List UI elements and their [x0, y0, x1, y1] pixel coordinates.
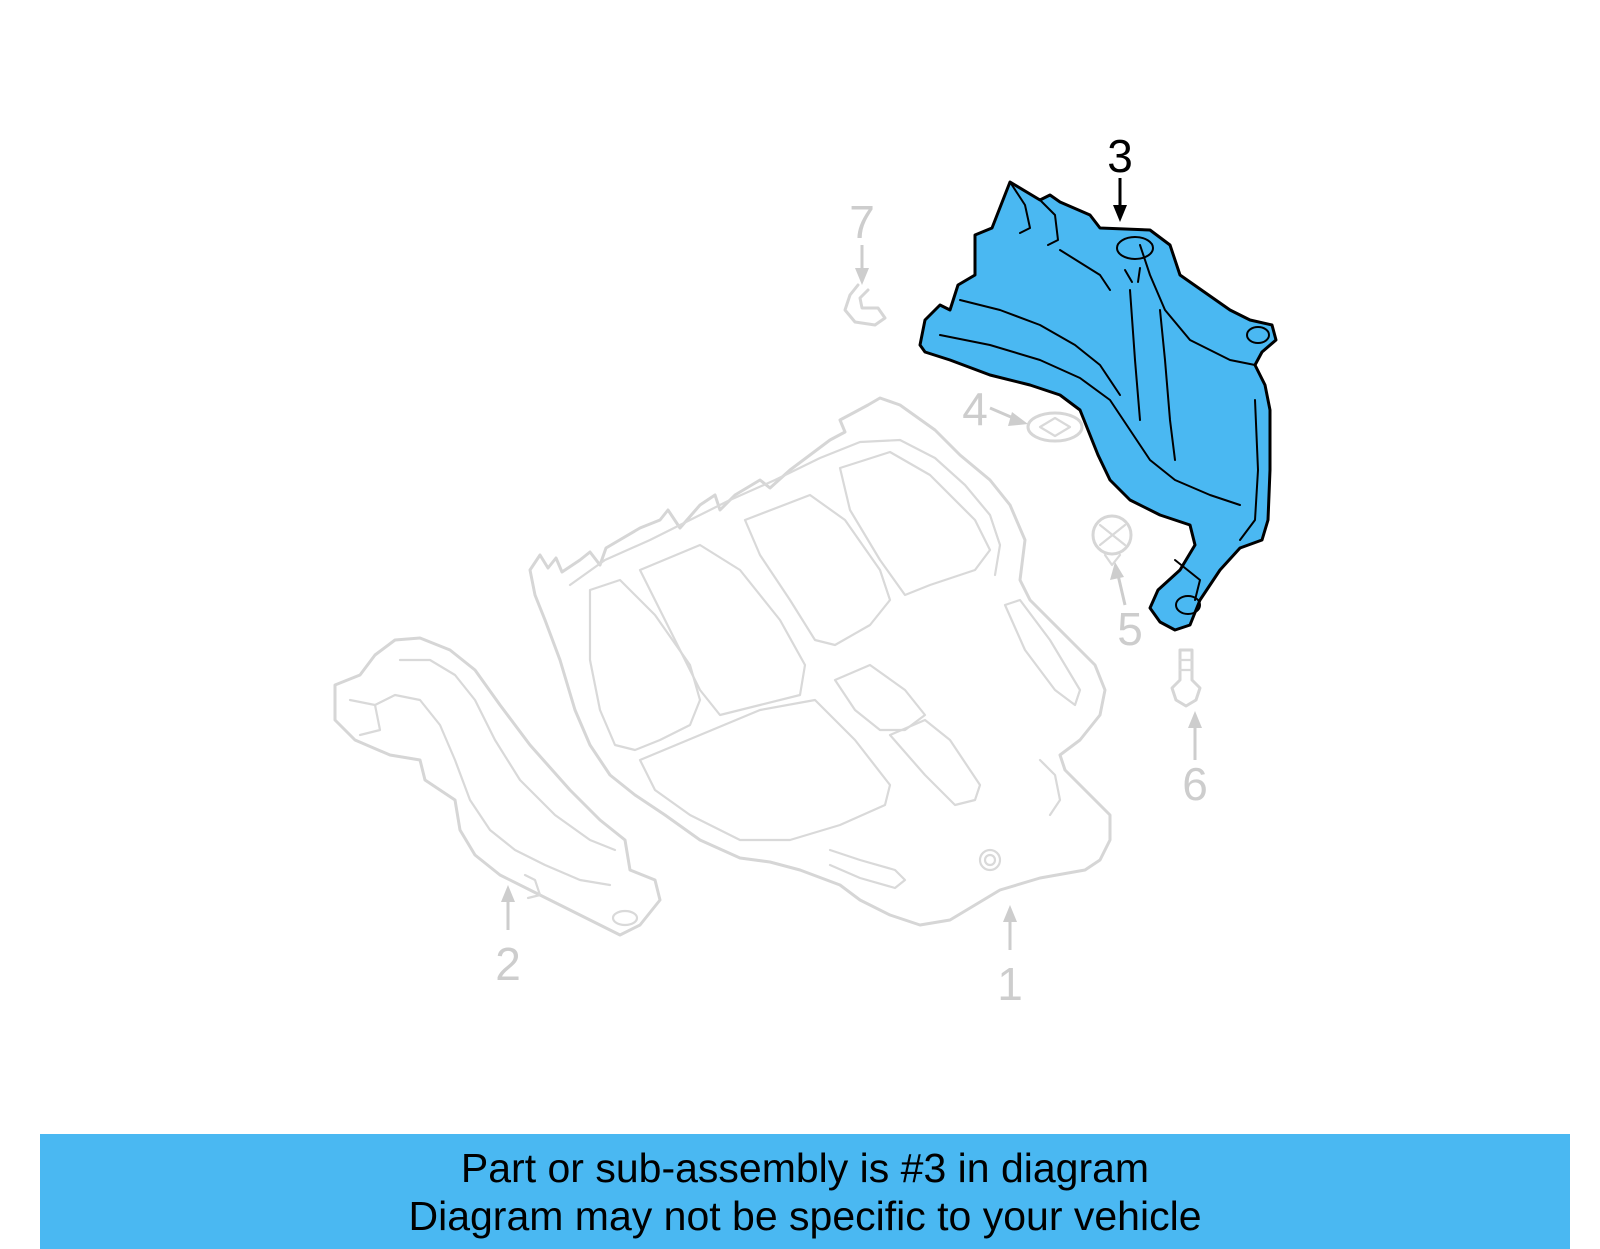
banner-line-disclaimer: Diagram may not be specific to your vehi…	[408, 1193, 1202, 1239]
callout-4: 4	[962, 383, 988, 435]
parts-diagram: 1 2 3 4 5 6 7	[333, 130, 1278, 1010]
part-3-splash-shield	[918, 180, 1278, 632]
callout-6: 6	[1182, 758, 1208, 810]
callout-7: 7	[849, 196, 875, 248]
info-banner: Part or sub-assembly is #3 in diagram Di…	[40, 1134, 1570, 1249]
callout-arrows	[501, 178, 1202, 950]
part-6-bolt	[1170, 648, 1202, 708]
banner-line-part-number: Part or sub-assembly is #3 in diagram	[460, 1145, 1150, 1191]
part-1-undercover	[528, 396, 1112, 927]
part-2-bracket	[333, 636, 662, 937]
callout-1: 1	[997, 958, 1023, 1010]
part-4-clip	[1026, 411, 1084, 443]
callout-3: 3	[1107, 130, 1133, 182]
part-7-hook	[843, 283, 887, 327]
part-5-clip	[1091, 514, 1133, 567]
callout-2: 2	[495, 938, 521, 990]
callout-5: 5	[1117, 603, 1143, 655]
